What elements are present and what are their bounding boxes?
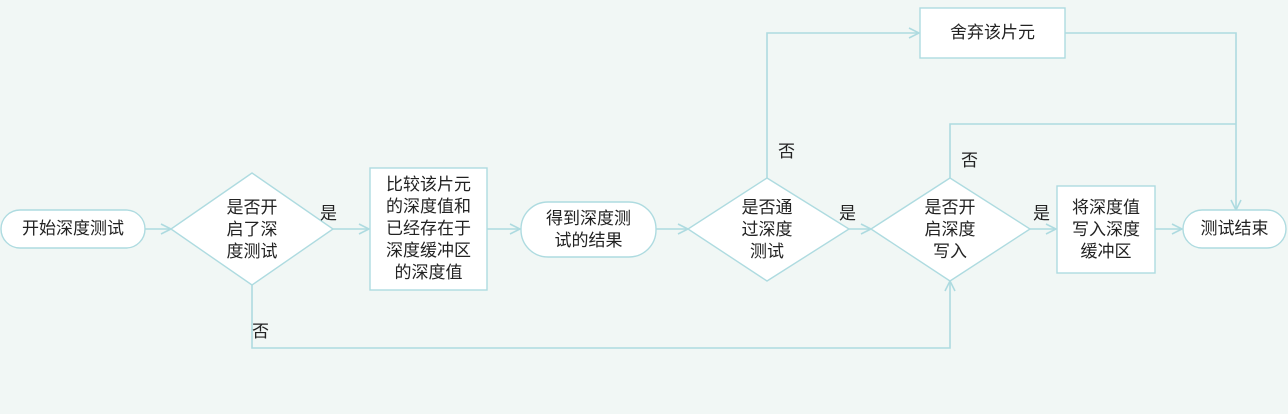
end-terminal-shape xyxy=(1182,209,1287,249)
write-no-label: 否 xyxy=(961,151,978,171)
edge-discard-to-end xyxy=(1065,32,1236,210)
pass-yes-label: 是 xyxy=(839,204,856,224)
pass-no-label: 否 xyxy=(778,142,795,162)
write-yes-label: 是 xyxy=(1033,204,1050,224)
check-depth-test-diamond xyxy=(169,172,335,286)
check-depth-write-diamond xyxy=(869,177,1032,282)
check-pass-diamond xyxy=(686,177,851,282)
depth-test-no-label: 否 xyxy=(252,322,269,342)
compare-depth-box xyxy=(369,167,488,291)
discard-box xyxy=(919,7,1066,59)
start-terminal-shape xyxy=(0,209,146,249)
depth-test-yes-label: 是 xyxy=(320,204,337,224)
get-result-terminal-shape xyxy=(520,201,657,258)
edge-check-pass-no xyxy=(766,33,919,178)
edge-check-write-no xyxy=(949,123,1236,178)
edge-check-depth-test-no xyxy=(251,281,950,349)
write-buffer-box xyxy=(1056,185,1156,274)
